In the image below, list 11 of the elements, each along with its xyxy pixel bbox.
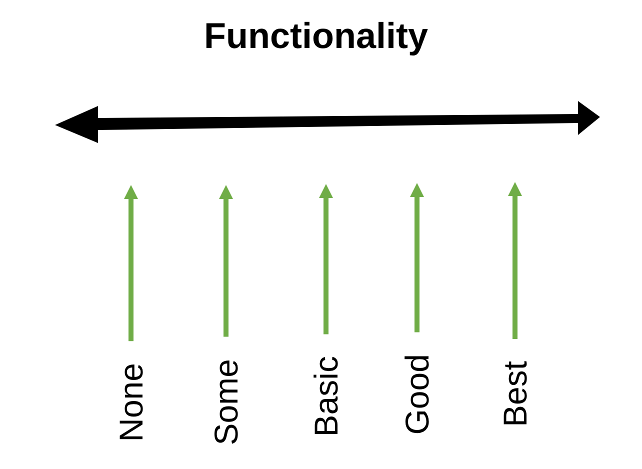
- title: Functionality: [204, 18, 428, 54]
- scale-level-label: Good: [400, 354, 434, 435]
- arrow: [319, 184, 333, 334]
- arrow: [508, 182, 522, 339]
- scale-level-label: None: [114, 363, 148, 442]
- scale-level-label: Basic: [310, 356, 342, 437]
- arrow: [124, 185, 138, 342]
- scale-level-label: Best: [498, 360, 532, 427]
- arrow: [410, 183, 424, 332]
- arrow: [219, 185, 233, 337]
- scale-level-label: Some: [210, 358, 242, 445]
